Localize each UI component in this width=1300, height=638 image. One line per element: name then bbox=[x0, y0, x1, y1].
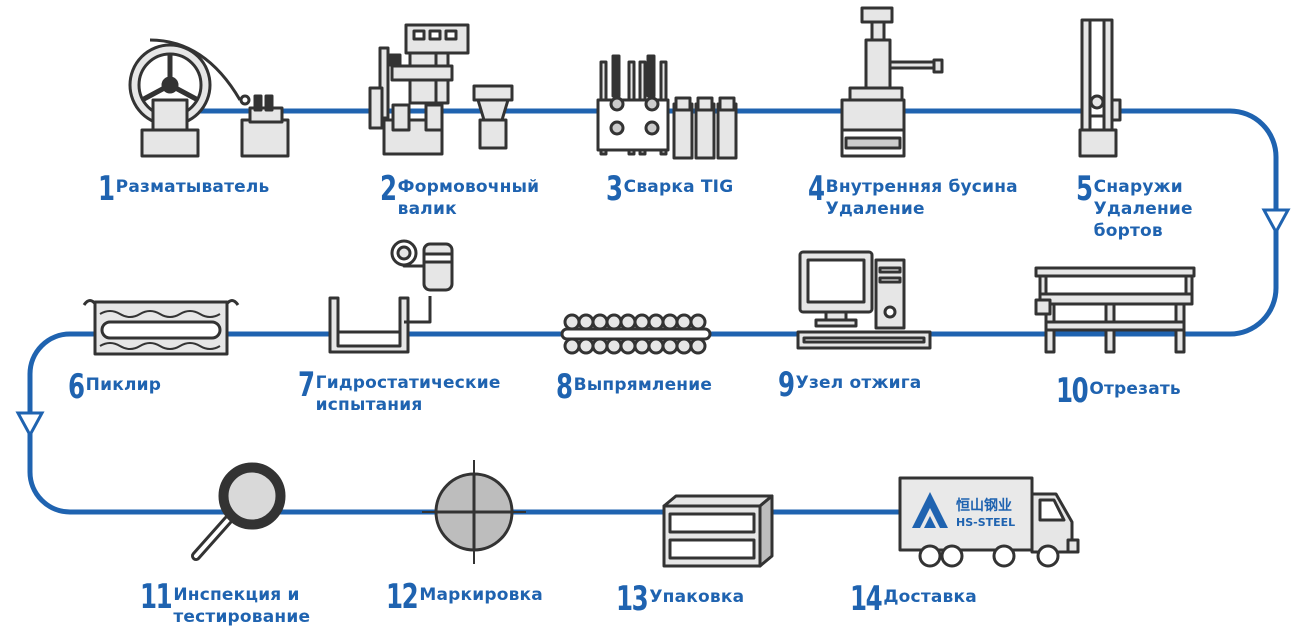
step-number: 8 bbox=[556, 367, 573, 407]
flow-arrow-down-icon bbox=[1261, 208, 1291, 236]
annealing-computer-icon bbox=[796, 250, 932, 350]
step-8: 8 Выпрямление bbox=[556, 370, 712, 404]
step-label: Внутренняя бусина Удаление bbox=[825, 177, 1018, 219]
hs-steel-logo: 恒山钢业 HS-STEEL bbox=[912, 492, 1015, 529]
step-label: Узел отжига bbox=[795, 373, 922, 393]
step-number: 1 bbox=[98, 169, 115, 209]
logo-latin-text: HS-STEEL bbox=[956, 516, 1015, 529]
logo-chinese-text: 恒山钢业 bbox=[956, 497, 1012, 514]
package-icon bbox=[662, 494, 774, 568]
step-number: 6 bbox=[68, 367, 85, 407]
step-label: Сварка TIG bbox=[623, 177, 734, 197]
step-number: 12 bbox=[386, 577, 419, 617]
step-label: Доставка bbox=[883, 587, 977, 607]
straightening-rollers-icon bbox=[560, 313, 712, 355]
step-number: 11 bbox=[140, 577, 173, 617]
step-number: 13 bbox=[616, 579, 649, 619]
step-label: Гидростатические испытания bbox=[315, 373, 501, 415]
step-number: 14 bbox=[850, 579, 883, 619]
flow-arrow-down-icon bbox=[15, 411, 45, 439]
step-label: Пиклир bbox=[85, 375, 162, 395]
outer-bead-removal-icon bbox=[1078, 18, 1122, 158]
step-4: 4 Внутренняя бусина Удаление bbox=[808, 172, 1018, 220]
step-label: Инспекция и тестирование bbox=[173, 585, 311, 627]
delivery-truck-icon bbox=[898, 476, 1080, 568]
step-9: 9 Узел отжига bbox=[778, 368, 921, 402]
step-label: Снаружи Удаление бортов bbox=[1093, 177, 1193, 241]
step-2: 2 Формовочный валик bbox=[380, 172, 539, 220]
step-11: 11 Инспекция и тестирование bbox=[140, 580, 310, 628]
step-6: 6 Пиклир bbox=[68, 370, 161, 404]
marking-disc-icon bbox=[422, 460, 526, 564]
step-5: 5 Снаружи Удаление бортов bbox=[1076, 172, 1193, 242]
hydrostatic-test-icon bbox=[328, 239, 454, 354]
uncoiler-icon bbox=[128, 38, 290, 158]
step-12: 12 Маркировка bbox=[386, 580, 543, 614]
step-label: Отрезать bbox=[1089, 379, 1181, 399]
step-number: 2 bbox=[380, 169, 397, 209]
step-label: Упаковка bbox=[649, 587, 745, 607]
tig-welding-icon bbox=[596, 54, 738, 160]
pickling-tank-icon bbox=[82, 299, 240, 356]
flow-line bbox=[27, 108, 1279, 515]
step-10: 10 Отрезать bbox=[1056, 374, 1181, 408]
step-label: Формовочный валик bbox=[397, 177, 540, 219]
step-number: 4 bbox=[808, 169, 825, 209]
step-number: 10 bbox=[1056, 371, 1089, 411]
step-14: 14 Доставка bbox=[850, 582, 977, 616]
step-7: 7 Гидростатические испытания bbox=[298, 368, 501, 416]
cutting-table-icon bbox=[1034, 266, 1196, 354]
step-label: Маркировка bbox=[419, 585, 543, 605]
step-label: Выпрямление bbox=[573, 375, 713, 395]
forming-roller-icon bbox=[368, 23, 514, 156]
step-13: 13 Упаковка bbox=[616, 582, 744, 616]
step-label: Разматыватель bbox=[115, 177, 270, 197]
step-number: 7 bbox=[298, 365, 315, 405]
step-number: 3 bbox=[606, 169, 623, 209]
inner-bead-removal-icon bbox=[840, 6, 944, 158]
step-number: 9 bbox=[778, 365, 795, 405]
magnifier-icon bbox=[191, 462, 286, 561]
step-3: 3 Сварка TIG bbox=[606, 172, 733, 206]
step-1: 1 Разматыватель bbox=[98, 172, 270, 206]
step-number: 5 bbox=[1076, 169, 1093, 209]
